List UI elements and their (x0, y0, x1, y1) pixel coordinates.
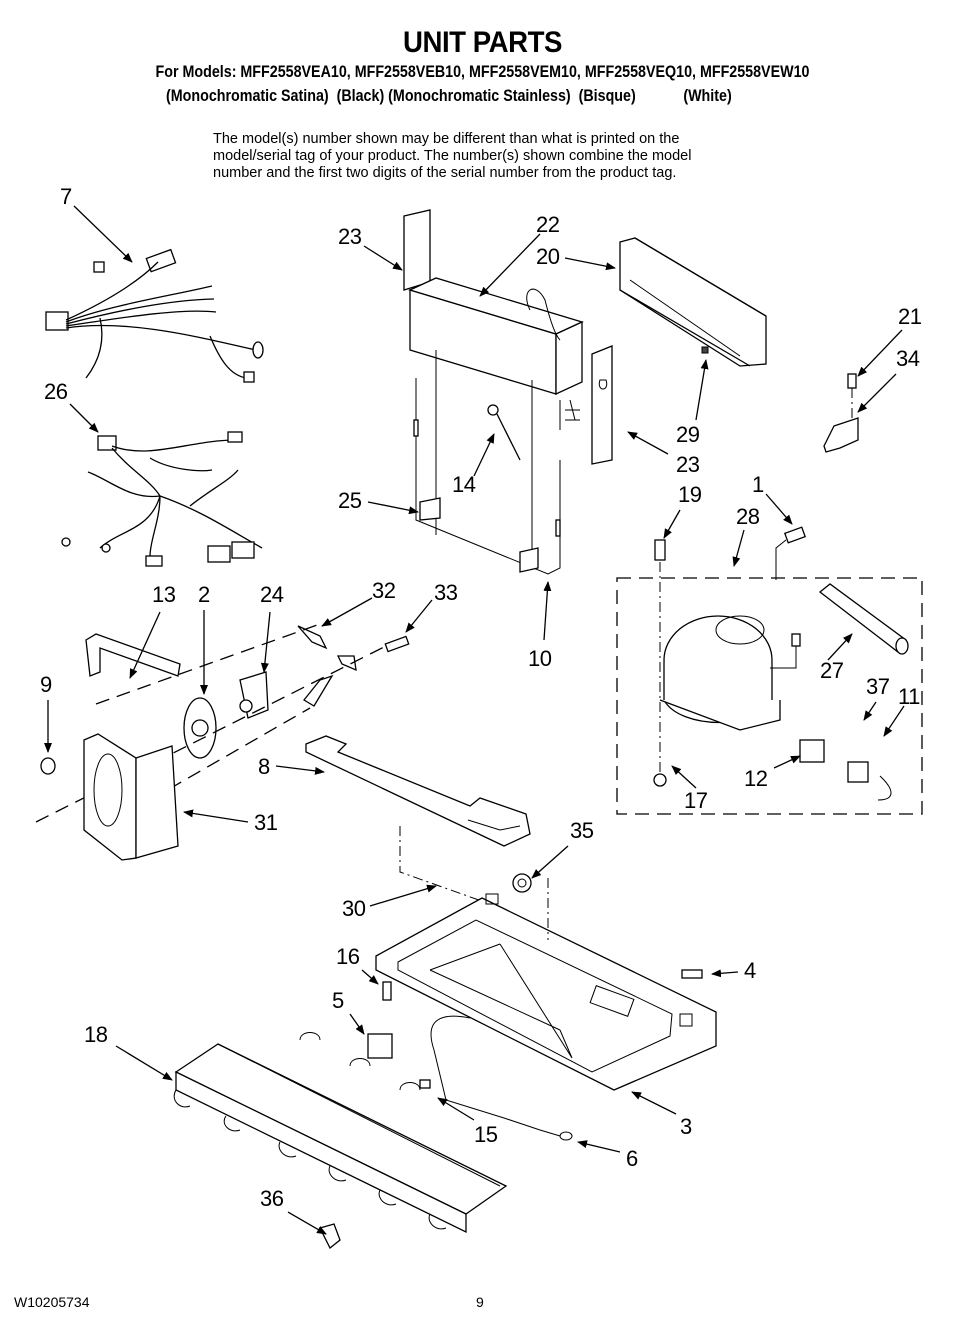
wire-harness-lower (61, 431, 263, 567)
callout-24: 24 (260, 582, 284, 607)
base-pan (375, 873, 717, 1091)
callout-14: 14 (452, 472, 476, 497)
axis-line (149, 707, 311, 801)
clip-36 (319, 1223, 341, 1250)
page-number: 9 (476, 1294, 484, 1310)
callout-20: 20 (536, 244, 560, 269)
callout-29: 29 (676, 422, 700, 447)
callout-10: 10 (528, 646, 552, 671)
plug-9 (40, 757, 56, 775)
drain-tube (430, 1015, 471, 1051)
callout-21: 21 (898, 304, 922, 329)
start-relay (799, 739, 825, 763)
callout-7: 7 (60, 184, 72, 209)
gasket-13 (85, 633, 181, 677)
fan-blade (183, 697, 217, 759)
compressor-assembly-box (616, 577, 923, 815)
mounting-bracket (823, 373, 859, 453)
callout-13: 13 (152, 582, 176, 607)
condenser (173, 1032, 508, 1234)
callout-30: 30 (342, 896, 366, 921)
callout-5: 5 (332, 988, 344, 1013)
colors-line: (Monochromatic Satina) (Black) (Monochro… (166, 86, 732, 105)
axis-line (95, 623, 321, 705)
filter-drier (818, 583, 909, 655)
callout-12: 12 (744, 766, 768, 791)
callout-8: 8 (258, 754, 270, 779)
callout-11: 11 (898, 684, 920, 709)
evaporator (403, 209, 584, 575)
callout-15: 15 (474, 1122, 498, 1147)
callout-22: 22 (536, 212, 560, 237)
callout-leaders (44, 205, 905, 1235)
compressor (659, 615, 801, 731)
overload-wire (877, 775, 892, 801)
nut-17 (653, 773, 667, 787)
models-line: For Models: MFF2558VEA10, MFF2558VEB10, … (155, 62, 810, 81)
motor-bracket-lower (303, 674, 334, 707)
fan-shroud (83, 733, 179, 861)
screw-1 (775, 526, 807, 580)
callout-28: 28 (736, 504, 760, 529)
callout-25: 25 (338, 488, 362, 513)
document-number: W10205734 (14, 1294, 90, 1310)
screw-4 (681, 969, 703, 979)
callout-3: 3 (680, 1114, 692, 1139)
fan-motor (239, 671, 269, 719)
callout-23b: 23 (676, 452, 700, 477)
callout-26: 26 (44, 379, 68, 404)
note-line: number and the first two digits of the s… (213, 165, 677, 181)
callout-9: 9 (40, 672, 52, 697)
note-line: The model(s) number shown may be differe… (213, 131, 680, 147)
page-title: UNIT PARTS (403, 26, 562, 59)
callout-37: 37 (866, 674, 890, 699)
screw-33 (384, 635, 410, 653)
drain-trough (305, 735, 531, 905)
bracket-clip (336, 655, 357, 672)
callout-35: 35 (570, 818, 594, 843)
callout-33: 33 (434, 580, 458, 605)
callout-1: 1 (752, 472, 764, 497)
screw-19 (654, 539, 666, 772)
callout-4: 4 (744, 958, 756, 983)
evaporator-bracket-right (591, 345, 613, 465)
callout-27: 27 (820, 658, 844, 683)
sensor (487, 404, 521, 461)
callout-6: 6 (626, 1146, 638, 1171)
callout-34: 34 (896, 346, 920, 371)
relay-cover (847, 761, 869, 783)
callout-19: 19 (678, 482, 702, 507)
motor-bracket-32 (297, 625, 328, 650)
callout-2: 2 (198, 582, 210, 607)
wire-harness-upper (45, 248, 264, 383)
callout-18: 18 (84, 1022, 108, 1047)
drain-tube-end (559, 1131, 573, 1141)
clip-15 (419, 1079, 431, 1089)
callout-36: 36 (260, 1186, 284, 1211)
callout-31: 31 (254, 810, 278, 835)
note-line: model/serial tag of your product. The nu… (213, 148, 692, 164)
callout-32: 32 (372, 578, 396, 603)
callout-16: 16 (336, 944, 360, 969)
callout-17: 17 (684, 788, 708, 813)
block-5 (367, 1033, 393, 1059)
drain-tube-line (433, 1049, 561, 1137)
callout-23: 23 (338, 224, 362, 249)
screw-16 (382, 981, 392, 1001)
evaporator-cover (619, 237, 767, 367)
model-number-note: The model(s) number shown may be differe… (213, 131, 793, 182)
